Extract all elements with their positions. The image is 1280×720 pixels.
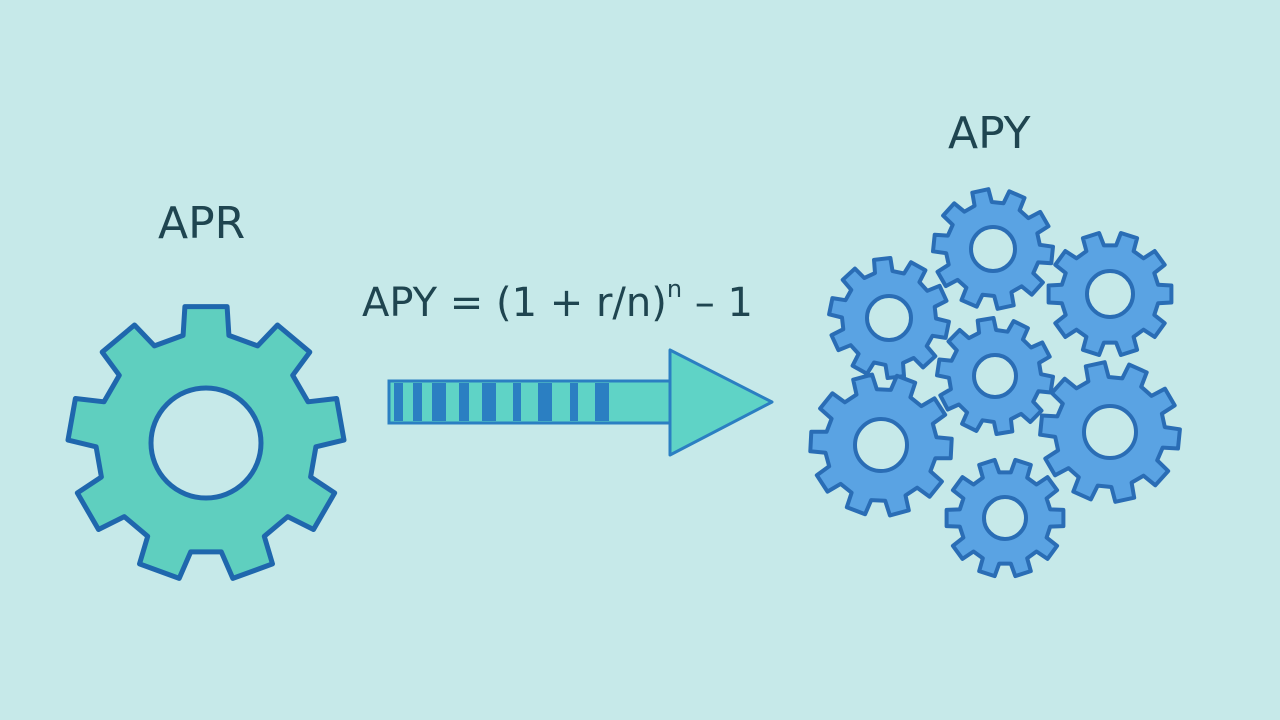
apr-label: APR xyxy=(158,198,246,249)
gear-hole xyxy=(1085,269,1135,319)
gear-icon xyxy=(931,187,1055,311)
apy-label: APY xyxy=(948,108,1031,159)
gear-icon xyxy=(808,372,954,518)
arrow-head xyxy=(668,348,774,457)
arrow-stripe xyxy=(394,383,403,421)
gear-hole xyxy=(969,225,1017,273)
gear-hole xyxy=(865,294,913,342)
gear-icon xyxy=(935,316,1055,436)
arrow-shaft xyxy=(387,379,676,425)
formula-tail: – 1 xyxy=(682,280,753,326)
formula-main: APY = (1 + r/n) xyxy=(362,280,667,326)
gear-icon xyxy=(1046,231,1174,357)
gear-icon xyxy=(827,256,951,380)
gear-hole xyxy=(982,495,1028,541)
arrow-stripe xyxy=(538,383,552,421)
arrow-stripe xyxy=(595,383,609,421)
apy-gear-cluster xyxy=(808,187,1182,579)
arrow-stripe xyxy=(432,383,446,421)
gear-icon xyxy=(65,304,347,581)
gear-icon xyxy=(944,457,1066,579)
gear-hole xyxy=(853,417,909,473)
formula-exponent: n xyxy=(666,275,683,303)
arrow-icon xyxy=(387,348,774,457)
gear-hole xyxy=(1082,404,1138,460)
arrow-stripe xyxy=(513,383,521,421)
apr-gear-icon xyxy=(65,304,347,581)
gear-hole xyxy=(148,385,264,501)
apy-formula: APY = (1 + r/n)n – 1 xyxy=(362,277,753,326)
arrow-stripe xyxy=(459,383,469,421)
arrow-stripe xyxy=(413,383,422,421)
arrow-stripe xyxy=(482,383,496,421)
gear-icon xyxy=(1038,360,1182,504)
arrow-stripe xyxy=(570,383,578,421)
gear-hole xyxy=(972,353,1018,399)
